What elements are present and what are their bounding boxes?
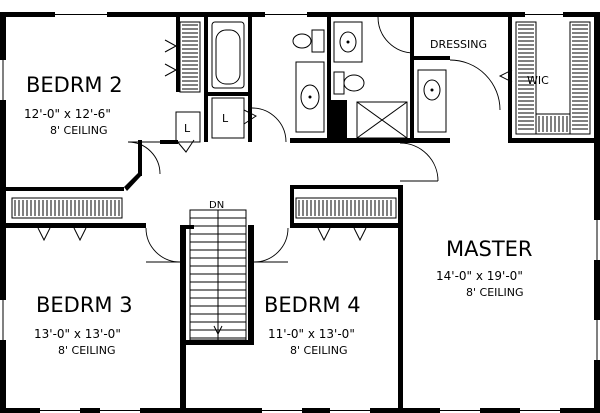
- bedroom4-name: BEDRM 4: [264, 293, 361, 317]
- door-swings: [37, 16, 513, 263]
- bedroom2-dims: 12'-0" x 12'-6": [24, 107, 111, 121]
- bedroom4-ceiling: 8' CEILING: [290, 344, 348, 357]
- master-name: MASTER: [446, 237, 533, 261]
- exterior-walls: [0, 12, 600, 413]
- staircase: [189, 209, 247, 341]
- closet-hatching: [14, 24, 588, 216]
- linen-closet-label-a: L: [184, 122, 191, 135]
- closet-shelving: [11, 21, 591, 219]
- room-labels: BEDRM 2 12'-0" x 12'-6" 8' CEILING BEDRM…: [24, 38, 549, 357]
- wic-label: WIC: [527, 74, 549, 87]
- stairs-down-label: DN: [209, 200, 224, 211]
- master-dims: 14'-0" x 19'-0": [436, 269, 523, 283]
- bedroom3-ceiling: 8' CEILING: [58, 344, 116, 357]
- master-ceiling: 8' CEILING: [466, 286, 524, 299]
- dressing-label: DRESSING: [430, 38, 487, 51]
- interior-walls: [6, 17, 594, 408]
- bedroom3-name: BEDRM 3: [36, 293, 133, 317]
- bedroom2-ceiling: 8' CEILING: [50, 124, 108, 137]
- bedroom4-dims: 11'-0" x 13'-0": [268, 327, 355, 341]
- bedroom2-name: BEDRM 2: [26, 73, 123, 97]
- linen-closet-label-b: L: [222, 112, 229, 125]
- bath-fixtures: [175, 21, 447, 143]
- bedroom3-dims: 13'-0" x 13'-0": [34, 327, 121, 341]
